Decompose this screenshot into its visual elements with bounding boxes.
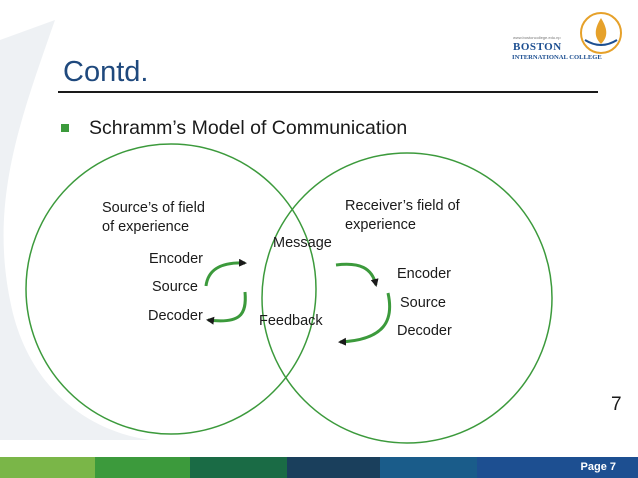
footer-page-label: Page 7 — [580, 461, 616, 473]
footer-segment-4 — [287, 457, 380, 478]
source-arrow-up — [204, 258, 247, 287]
footer-bar: Page 7 — [0, 457, 638, 478]
source-encoder-label: Encoder — [149, 251, 204, 267]
receiver-encoder-label: Encoder — [397, 266, 452, 282]
receiver-arrow-top — [335, 262, 379, 287]
source-field-label-line1: Source’s of field — [102, 200, 205, 216]
slide-subtitle: Schramm’s Model of Communication — [89, 117, 408, 139]
source-arrow-down — [206, 291, 247, 325]
logo-subtitle: INTERNATIONAL COLLEGE — [512, 54, 602, 61]
footer-segment-6 — [477, 457, 638, 478]
logo-url: www.bostoncollege.edu.np — [513, 35, 561, 40]
bullet-square — [61, 124, 69, 132]
receiver-field-circle — [261, 152, 553, 444]
title-underline — [58, 91, 598, 93]
slide-number: 7 — [611, 394, 622, 415]
footer-segment-3 — [190, 457, 287, 478]
source-decoder-label: Decoder — [148, 308, 203, 324]
receiver-decoder-label: Decoder — [397, 323, 452, 339]
message-label: Message — [273, 235, 332, 251]
source-source-label: Source — [152, 279, 198, 295]
footer-segment-1 — [0, 457, 95, 478]
footer-segment-2 — [95, 457, 190, 478]
source-field-label-line2: of experience — [102, 219, 190, 235]
source-field-circle — [25, 143, 317, 435]
footer-segment-5 — [380, 457, 477, 478]
receiver-field-label-line2: experience — [345, 217, 416, 233]
logo-name: BOSTON — [513, 41, 562, 53]
college-logo: www.bostoncollege.edu.np BOSTON INTERNAT… — [505, 6, 633, 66]
receiver-arrow-bottom — [338, 292, 392, 346]
logo-emblem — [580, 12, 622, 54]
receiver-field-label-line1: Receiver’s field of — [345, 198, 460, 214]
feedback-label: Feedback — [259, 313, 323, 329]
receiver-source-label: Source — [400, 295, 446, 311]
slide-title: Contd. — [63, 56, 149, 88]
